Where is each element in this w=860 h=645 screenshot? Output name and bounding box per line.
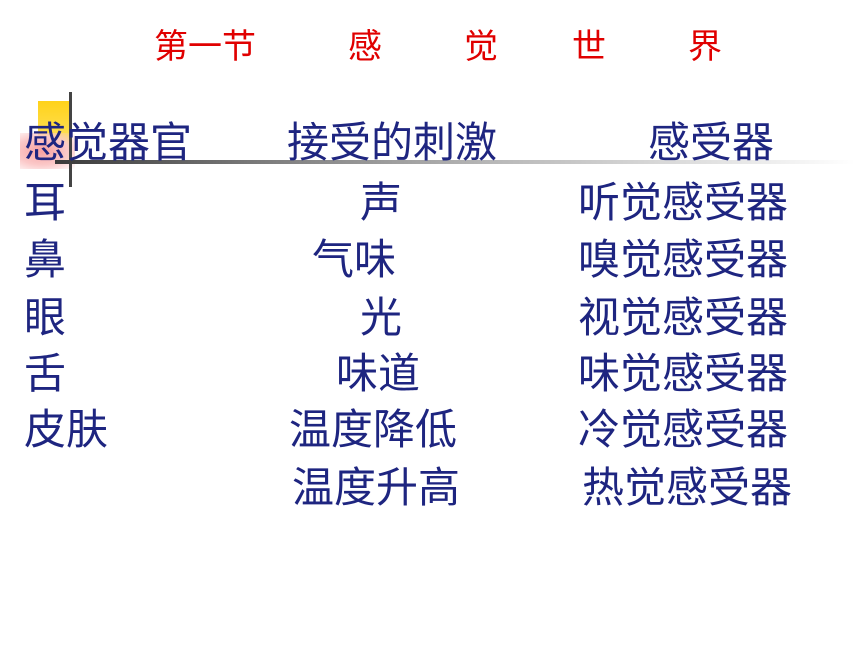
title-char-2: 觉 [464, 27, 498, 67]
row-stimulus: 光 [360, 293, 403, 342]
row-organ: 舌 [24, 349, 67, 398]
title-section: 第一节 [154, 27, 256, 67]
row-organ: 皮肤 [24, 405, 109, 454]
decorative-vertical-line [69, 92, 72, 187]
row-receptor: 味觉感受器 [578, 349, 789, 398]
row-receptor: 嗅觉感受器 [578, 235, 789, 284]
row-organ: 鼻 [24, 235, 67, 284]
row-stimulus: 气味 [312, 235, 397, 284]
row-receptor: 视觉感受器 [578, 293, 789, 342]
header-receptor: 感受器 [648, 118, 775, 167]
title-char-4: 界 [688, 27, 722, 67]
row-stimulus: 声 [360, 178, 403, 227]
page-title: 第一节 感 觉 世 界 [0, 22, 860, 72]
row-receptor: 冷觉感受器 [578, 405, 789, 454]
row-stimulus: 温度升高 [292, 463, 461, 512]
header-stimulus: 接受的刺激 [287, 118, 498, 167]
title-char-3: 世 [572, 27, 606, 67]
row-organ: 眼 [24, 293, 67, 342]
row-receptor: 热觉感受器 [582, 463, 793, 512]
row-stimulus: 温度降低 [289, 405, 458, 454]
title-char-1: 感 [348, 27, 382, 67]
row-receptor: 听觉感受器 [578, 178, 789, 227]
row-organ: 耳 [24, 178, 67, 227]
header-organ: 感觉器官 [24, 118, 193, 167]
row-stimulus: 味道 [336, 349, 421, 398]
decorative-divider-line [55, 160, 855, 164]
